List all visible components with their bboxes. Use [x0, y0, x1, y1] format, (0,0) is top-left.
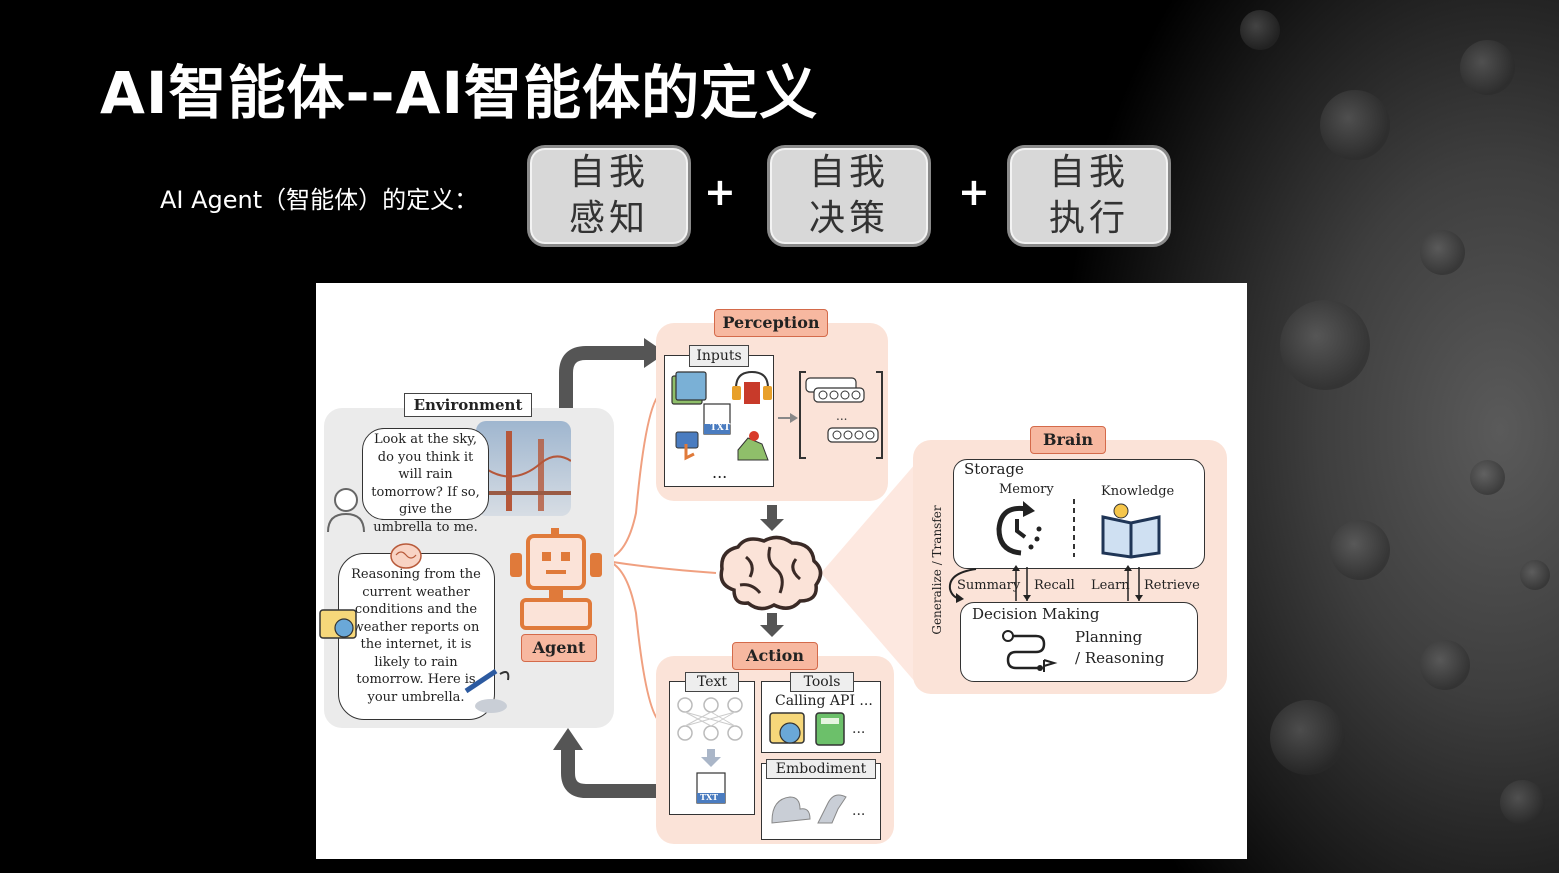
brain-label: Brain	[1030, 426, 1106, 454]
agent-framework-figure: Environment Look at the sky, do you thin…	[316, 283, 1247, 859]
txt-icon-label: TXT	[710, 423, 731, 433]
human-icon	[327, 488, 365, 533]
pill-line: 自我	[808, 152, 889, 193]
agent-robot-icon	[510, 528, 602, 630]
tools-icons: ...	[769, 712, 865, 746]
umbrella-robot-icon	[464, 668, 510, 713]
environment-label: Environment	[404, 393, 532, 417]
slide-title: AI智能体--AI智能体的定义	[100, 59, 819, 127]
retrieve-label: Retrieve	[1144, 578, 1200, 593]
text-generation-icon	[677, 697, 743, 804]
foggy-bridge-image	[476, 421, 571, 516]
pill-line: 决策	[808, 198, 889, 239]
agent-label: Agent	[521, 634, 597, 662]
decision-making-label: Decision Making	[972, 605, 1100, 623]
knowledge-label: Knowledge	[1101, 484, 1175, 499]
recall-label: Recall	[1034, 578, 1075, 593]
question-bubble	[362, 428, 489, 520]
pill-line: 感知	[568, 198, 649, 239]
input-icons	[671, 370, 772, 461]
plus-sign: +	[958, 170, 990, 214]
decision-making-box	[960, 602, 1198, 682]
inputs-ellipsis: ...	[712, 463, 728, 482]
storage-decision-arrows	[948, 565, 1143, 603]
self-decision-pill: 自我决策	[767, 145, 931, 247]
pill-line: 执行	[1048, 198, 1129, 239]
summary-label: Summary	[957, 578, 1021, 593]
planning-label: Planning	[1075, 628, 1143, 646]
plus-sign: +	[704, 170, 736, 214]
storage-box	[953, 459, 1205, 569]
action-label: Action	[732, 642, 818, 670]
calling-api-text: Calling API ...	[775, 693, 873, 709]
robot-arm-icons: ...	[771, 794, 865, 824]
svg-text:...: ...	[836, 409, 847, 423]
small-brain-icon	[390, 543, 422, 569]
brain-icon	[719, 535, 823, 611]
question-text: Look at the sky, do you think it will ra…	[371, 432, 480, 535]
self-execution-pill: 自我执行	[1007, 145, 1171, 247]
reasoning-label: / Reasoning	[1075, 649, 1165, 667]
svg-text:...: ...	[852, 721, 865, 737]
generalize-transfer-label: Generalize / Transfer	[930, 505, 944, 635]
tools-label: Tools	[790, 672, 854, 692]
browser-globe-icon	[319, 609, 357, 639]
golden-gate-icon	[476, 431, 571, 511]
storage-label: Storage	[964, 460, 1024, 478]
memory-label: Memory	[999, 482, 1054, 497]
answer-bubble	[338, 553, 495, 720]
text-label: Text	[685, 672, 739, 692]
learn-label: Learn	[1091, 578, 1130, 593]
answer-text: Reasoning from the current weather condi…	[351, 567, 481, 705]
self-perception-pill: 自我感知	[527, 145, 691, 247]
token-embeddings-icon: ...	[778, 371, 883, 459]
embodiment-label: Embodiment	[766, 759, 876, 779]
inputs-label: Inputs	[689, 345, 749, 367]
storage-icons	[996, 499, 1161, 559]
planning-path-icon	[1002, 630, 1058, 672]
svg-text:...: ...	[852, 803, 865, 819]
perception-label: Perception	[714, 309, 828, 337]
definition-label: AI Agent（智能体）的定义：	[160, 186, 479, 214]
pill-line: 自我	[1048, 152, 1129, 193]
pill-line: 自我	[568, 152, 649, 193]
txt-icon-label: TXT	[700, 792, 719, 802]
